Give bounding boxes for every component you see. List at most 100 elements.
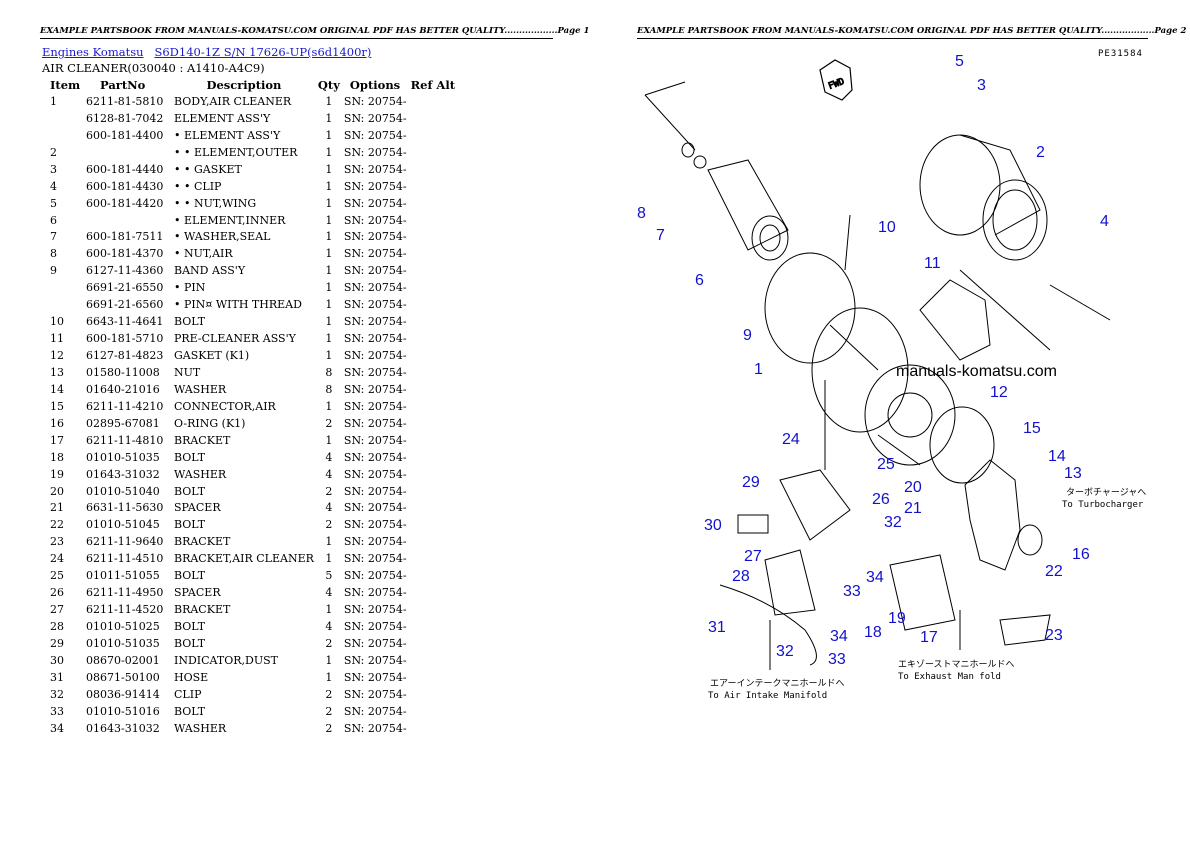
- description-cell: BRACKET,AIR CLEANER: [174, 552, 314, 566]
- item-cell: 19: [50, 467, 64, 481]
- ref-alt-cell: [411, 347, 459, 364]
- description-cell: O-RING (K1): [174, 416, 246, 430]
- partno-cell: 01643-31032: [86, 467, 160, 481]
- options-cell: SN: 20754-: [343, 653, 407, 667]
- options-cell: SN: 20754-: [343, 264, 407, 278]
- item-cell: 32: [50, 687, 64, 701]
- qty-cell: 1: [325, 332, 333, 346]
- partno-cell: 6211-11-4210: [86, 399, 164, 413]
- section-subtitle: AIR CLEANER(030040 : A1410-A4C9): [42, 61, 265, 75]
- qty-cell: 1: [325, 230, 333, 244]
- partno-cell: 6631-11-5630: [86, 501, 164, 515]
- engines-komatsu-link[interactable]: Engines Komatsu: [42, 45, 144, 59]
- options-cell: SN: 20754-: [343, 450, 407, 464]
- fwd-label: FWD: [827, 77, 846, 92]
- qty-cell: 5: [325, 569, 333, 583]
- ref-alt-cell: [411, 686, 459, 703]
- ref-alt-cell: [411, 567, 459, 584]
- ref-alt-cell: [411, 618, 459, 635]
- item-cell: [42, 279, 86, 296]
- item-cell: 10: [50, 315, 64, 329]
- ref-alt-cell: [411, 516, 459, 533]
- bracket-24-drawing: [779, 469, 851, 541]
- description-cell: • • CLIP: [174, 179, 222, 193]
- item-cell: 24: [50, 552, 64, 566]
- description-cell: BOLT: [174, 518, 206, 532]
- partno-cell: 08036-91414: [86, 687, 160, 701]
- model-link[interactable]: S6D140-1Z S/N 17626-UP(s6d1400r): [154, 45, 372, 59]
- page1-header: EXAMPLE PARTSBOOK FROM MANUALS-KOMATSU.C…: [40, 26, 589, 39]
- item-cell: 13: [50, 365, 64, 379]
- ref-alt-cell: [411, 212, 459, 229]
- options-cell: SN: 20754-: [343, 145, 407, 159]
- qty-cell: 1: [325, 552, 333, 566]
- item-cell: 25: [50, 569, 64, 583]
- dust-indicator-drawing: [737, 514, 769, 534]
- ref-alt-cell: [411, 601, 459, 618]
- partno-cell: 6128-81-7042: [86, 111, 164, 125]
- col-options: Options: [349, 78, 401, 92]
- qty-cell: 4: [325, 620, 333, 634]
- options-cell: SN: 20754-: [343, 247, 407, 261]
- diagram-code: PE31584: [1098, 49, 1143, 59]
- options-cell: SN: 20754-: [343, 94, 407, 108]
- callout-11: 11: [924, 255, 941, 272]
- options-cell: SN: 20754-: [343, 162, 407, 176]
- description-cell: • ELEMENT,INNER: [174, 213, 286, 227]
- options-cell: SN: 20754-: [343, 179, 407, 193]
- ref-alt-cell: [411, 381, 459, 398]
- ref-alt-cell: [411, 279, 459, 296]
- ref-alt-cell: [411, 584, 459, 601]
- qty-cell: 1: [325, 128, 333, 142]
- item-cell: [42, 110, 86, 127]
- qty-cell: 1: [325, 433, 333, 447]
- ref-alt-cell: [411, 635, 459, 652]
- description-cell: BRACKET: [174, 603, 231, 617]
- outer-element-drawing: [681, 142, 789, 261]
- options-cell: SN: 20754-: [343, 315, 407, 329]
- partno-cell: 6211-11-4520: [86, 603, 164, 617]
- options-cell: SN: 20754-: [343, 636, 407, 650]
- qty-cell: 1: [325, 349, 333, 363]
- callout-4: 4: [1100, 213, 1109, 230]
- options-cell: SN: 20754-: [343, 467, 407, 481]
- ref-alt-cell: [411, 296, 459, 313]
- qty-cell: 2: [325, 687, 333, 701]
- partno-cell: 6127-11-4360: [86, 264, 164, 278]
- partno-cell: [86, 144, 174, 161]
- description-cell: BOLT: [174, 704, 206, 718]
- item-cell: 7: [50, 230, 57, 244]
- watermark: manuals-komatsu.com: [896, 363, 1057, 380]
- callout-33b: 33: [828, 651, 846, 668]
- partno-cell: 6691-21-6550: [86, 281, 164, 295]
- callout-9: 9: [743, 327, 752, 344]
- partno-cell: 600-181-4370: [86, 247, 164, 261]
- ref-alt-cell: [411, 110, 459, 127]
- ref-alt-cell: [411, 415, 459, 432]
- ref-alt-cell: [411, 161, 459, 178]
- partno-cell: 6643-11-4641: [86, 315, 164, 329]
- callout-34: 34: [866, 569, 884, 586]
- callout-3: 3: [977, 77, 986, 94]
- callout-17: 17: [920, 629, 938, 646]
- callout-24: 24: [782, 431, 800, 448]
- qty-cell: 1: [325, 670, 333, 684]
- partno-cell: 6211-81-5810: [86, 94, 164, 108]
- options-cell: SN: 20754-: [343, 281, 407, 295]
- description-cell: INDICATOR,DUST: [174, 653, 278, 667]
- options-cell: SN: 20754-: [343, 670, 407, 684]
- parts-table: Item PartNo Description Qty Options Ref …: [42, 77, 459, 737]
- qty-cell: 1: [325, 281, 333, 295]
- page2-header: EXAMPLE PARTSBOOK FROM MANUALS-KOMATSU.C…: [637, 26, 1186, 39]
- partno-cell: 08671-50100: [86, 670, 160, 684]
- callout-32: 32: [884, 514, 902, 531]
- pre-cleaner-drawing: [919, 279, 991, 361]
- ref-alt-cell: [411, 720, 459, 737]
- qty-cell: 1: [325, 315, 333, 329]
- partno-cell: 600-181-4420: [86, 196, 164, 210]
- bracket-17-drawing: [889, 554, 956, 631]
